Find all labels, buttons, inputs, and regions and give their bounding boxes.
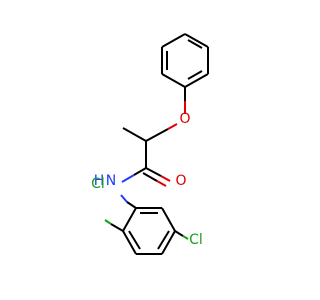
- chlorine-substituents: [104, 219, 189, 240]
- carbonyl-oxygen-label: O: [175, 173, 186, 189]
- meta-chlorine-label: Cl: [189, 232, 203, 248]
- ether-linkage: [145, 87, 186, 142]
- dichlorophenyl-ring: [122, 207, 176, 255]
- amide-linkage: [120, 167, 147, 209]
- ortho-chlorine-label: Cl: [91, 176, 105, 192]
- nitrogen-label: N: [106, 173, 116, 189]
- phenoxy-ring: [161, 33, 209, 88]
- amide-hydrogen-label: H: [94, 173, 105, 189]
- ether-oxygen-label: O: [179, 111, 190, 127]
- carbonyl-group: [142, 141, 171, 187]
- molecule-structure: O O N H Cl Cl: [91, 33, 209, 255]
- molecule-canvas: O O N H Cl Cl: [91, 33, 209, 255]
- methyl-branch: [122, 127, 147, 142]
